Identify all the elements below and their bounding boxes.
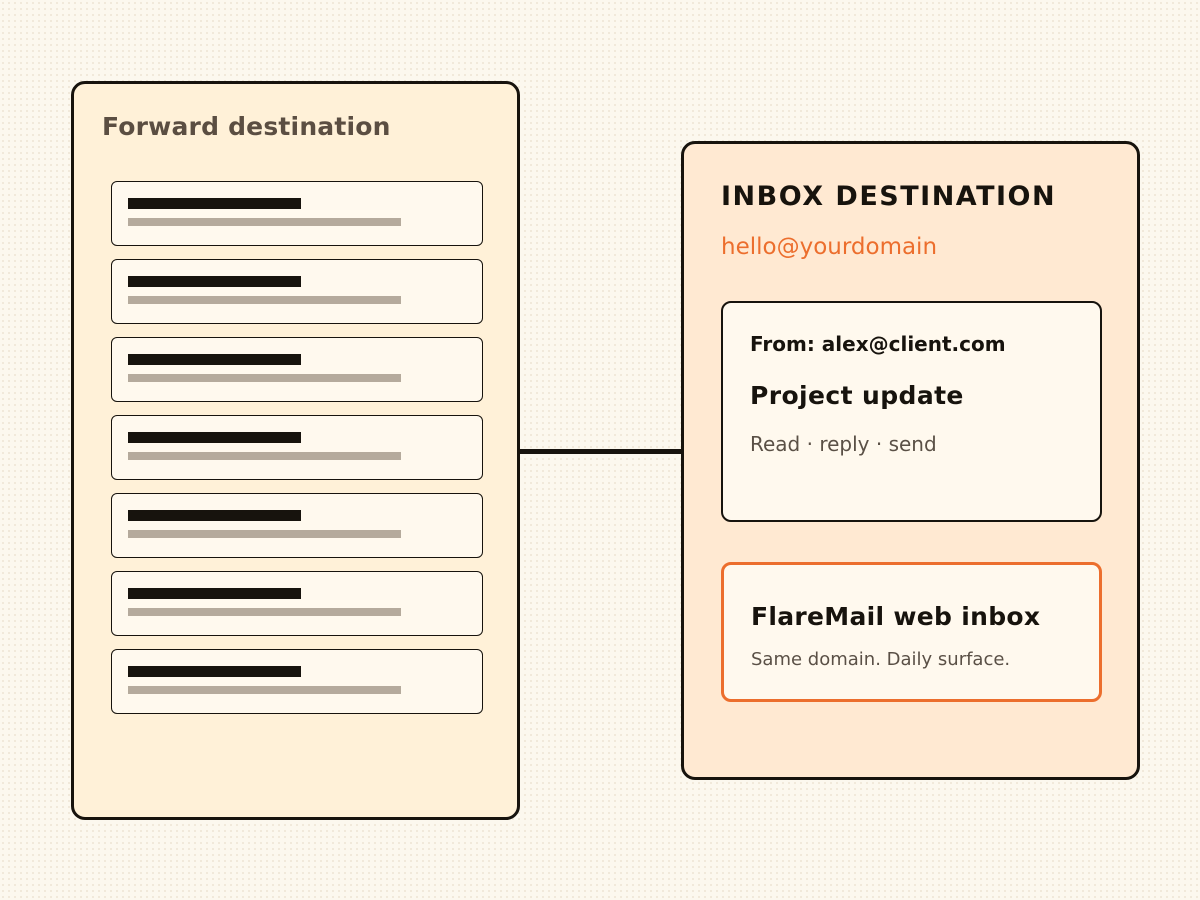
message-row[interactable]: [111, 337, 483, 402]
message-preview-placeholder: [128, 608, 401, 616]
email-actions: Read · reply · send: [750, 432, 937, 456]
message-row[interactable]: [111, 571, 483, 636]
message-row[interactable]: [111, 181, 483, 246]
message-preview-placeholder: [128, 686, 401, 694]
email-from: From: alex@client.com: [750, 332, 1006, 356]
web-inbox-title: FlareMail web inbox: [751, 602, 1041, 631]
web-inbox-card[interactable]: FlareMail web inbox Same domain. Daily s…: [721, 562, 1102, 702]
message-title-placeholder: [128, 276, 301, 287]
message-preview-placeholder: [128, 218, 401, 226]
message-preview-placeholder: [128, 530, 401, 538]
message-preview-placeholder: [128, 374, 401, 382]
message-preview-placeholder: [128, 452, 401, 460]
web-inbox-subtitle: Same domain. Daily surface.: [751, 649, 1011, 670]
inbox-destination-title: INBOX DESTINATION: [721, 181, 1057, 212]
forward-destination-panel: Forward destination: [71, 81, 520, 820]
message-title-placeholder: [128, 510, 301, 521]
email-subject: Project update: [750, 381, 964, 410]
message-row[interactable]: [111, 259, 483, 324]
message-title-placeholder: [128, 432, 301, 443]
forward-destination-title: Forward destination: [102, 112, 391, 141]
message-preview-placeholder: [128, 296, 401, 304]
connector-line: [520, 449, 681, 454]
forwarded-message-list: [111, 181, 483, 727]
inbox-destination-panel: INBOX DESTINATION hello@yourdomain From:…: [681, 141, 1140, 780]
message-row[interactable]: [111, 415, 483, 480]
email-preview-card[interactable]: From: alex@client.com Project update Rea…: [721, 301, 1102, 522]
inbox-address: hello@yourdomain: [721, 234, 938, 260]
message-title-placeholder: [128, 588, 301, 599]
message-row[interactable]: [111, 649, 483, 714]
message-row[interactable]: [111, 493, 483, 558]
message-title-placeholder: [128, 666, 301, 677]
message-title-placeholder: [128, 198, 301, 209]
message-title-placeholder: [128, 354, 301, 365]
